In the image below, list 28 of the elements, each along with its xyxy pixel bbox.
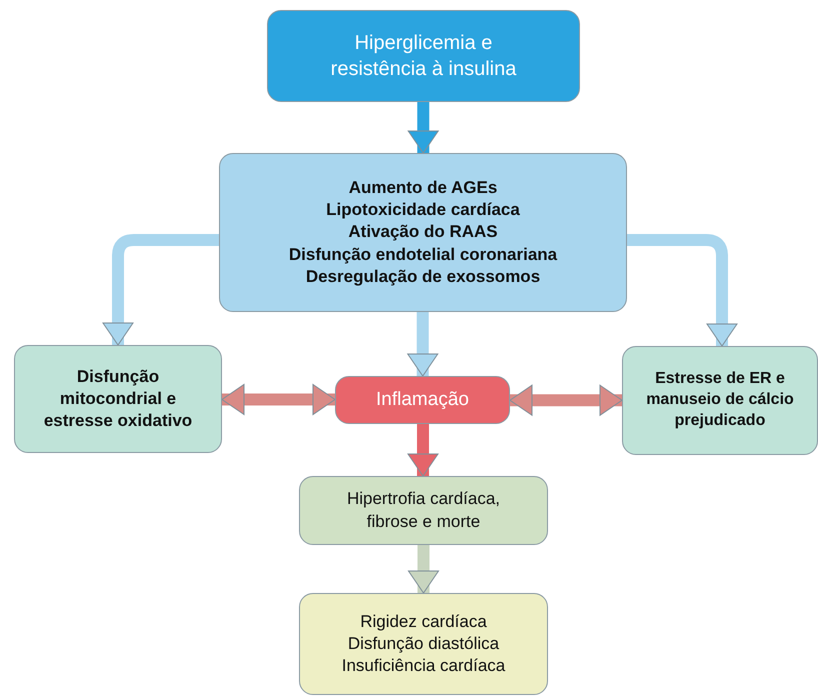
box-text: Hiperglicemia e resistência à insulina: [330, 31, 518, 82]
arrow: [407, 312, 438, 376]
arrow: [408, 102, 439, 154]
box-text: Inflamação: [376, 388, 469, 412]
arrow: [102, 234, 219, 346]
box-text: Disfunção endotelial coronariana: [288, 244, 558, 266]
process-box: [219, 153, 627, 312]
box-text: Estresse de ER e manuseio de cálcio prejudicado: [645, 369, 795, 431]
box-text: Aumento de AGEs: [348, 177, 498, 200]
process-box: [299, 593, 548, 695]
box-text: Disfunção diastólica: [348, 632, 500, 655]
box-text: Rigidez cardíaca: [360, 610, 487, 633]
box-text: Disfunção mitocondrial e estresse oxidativo: [42, 366, 194, 432]
box-text: Ativação do RAAS: [348, 221, 498, 244]
arrow: [408, 424, 438, 476]
process-box: [622, 346, 818, 455]
process-box: [14, 345, 222, 453]
process-box: [267, 10, 580, 102]
arrow: [222, 384, 336, 415]
box-text: Desregulação de exossomos: [306, 266, 540, 288]
arrow: [510, 384, 622, 416]
process-box: [335, 376, 510, 424]
box-text: Lipotoxicidade cardíaca: [326, 199, 520, 222]
process-box: [299, 476, 548, 545]
arrow: [408, 545, 439, 594]
arrow: [627, 234, 738, 346]
box-text: Hipertrofia cardíaca, fibrose e morte: [346, 488, 502, 532]
box-text: Insuficiência cardíaca: [342, 655, 506, 678]
